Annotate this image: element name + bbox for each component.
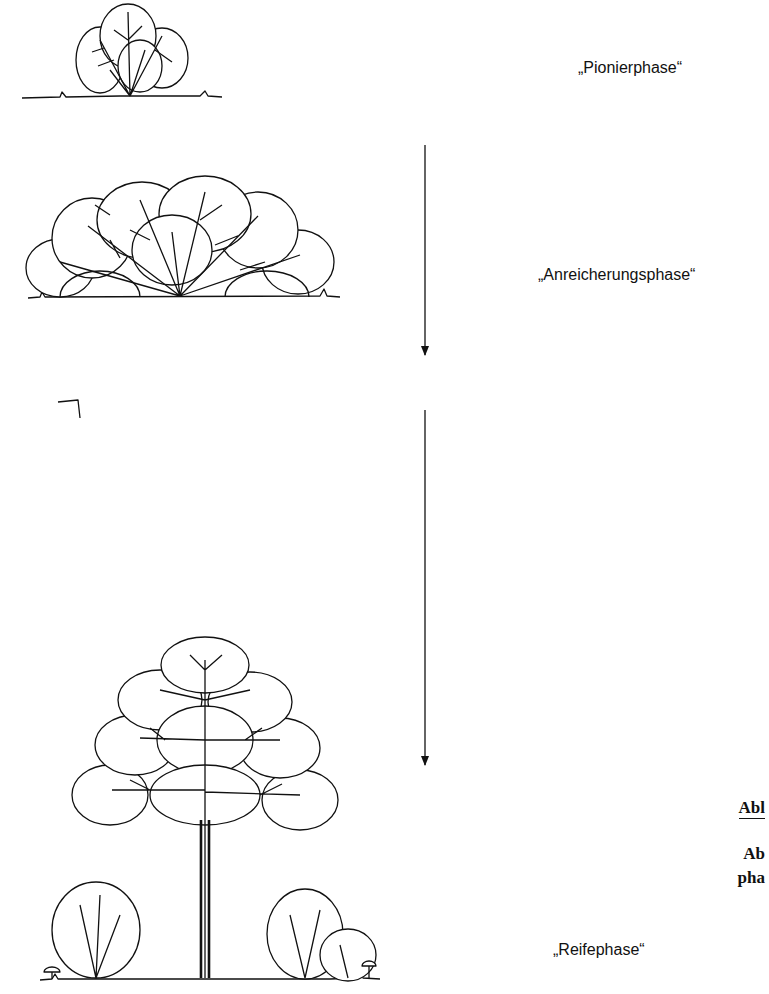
figure-caption-fragment: Ab (743, 844, 765, 864)
enrichment-shrub (26, 176, 340, 298)
phase-arrow (424, 410, 425, 765)
phase-label: „Pionierphase“ (578, 58, 682, 77)
figure-caption-fragment: Abl (739, 798, 765, 819)
mature-tree (40, 637, 380, 981)
pioneer-shrub (22, 4, 222, 98)
figure-caption-fragment: pha (738, 868, 765, 888)
phase-label: „Anreicherungsphase“ (538, 265, 695, 284)
phase-arrow (424, 145, 425, 355)
phase-label: „Reifephase“ (553, 940, 645, 959)
bracket-mark (58, 400, 80, 418)
